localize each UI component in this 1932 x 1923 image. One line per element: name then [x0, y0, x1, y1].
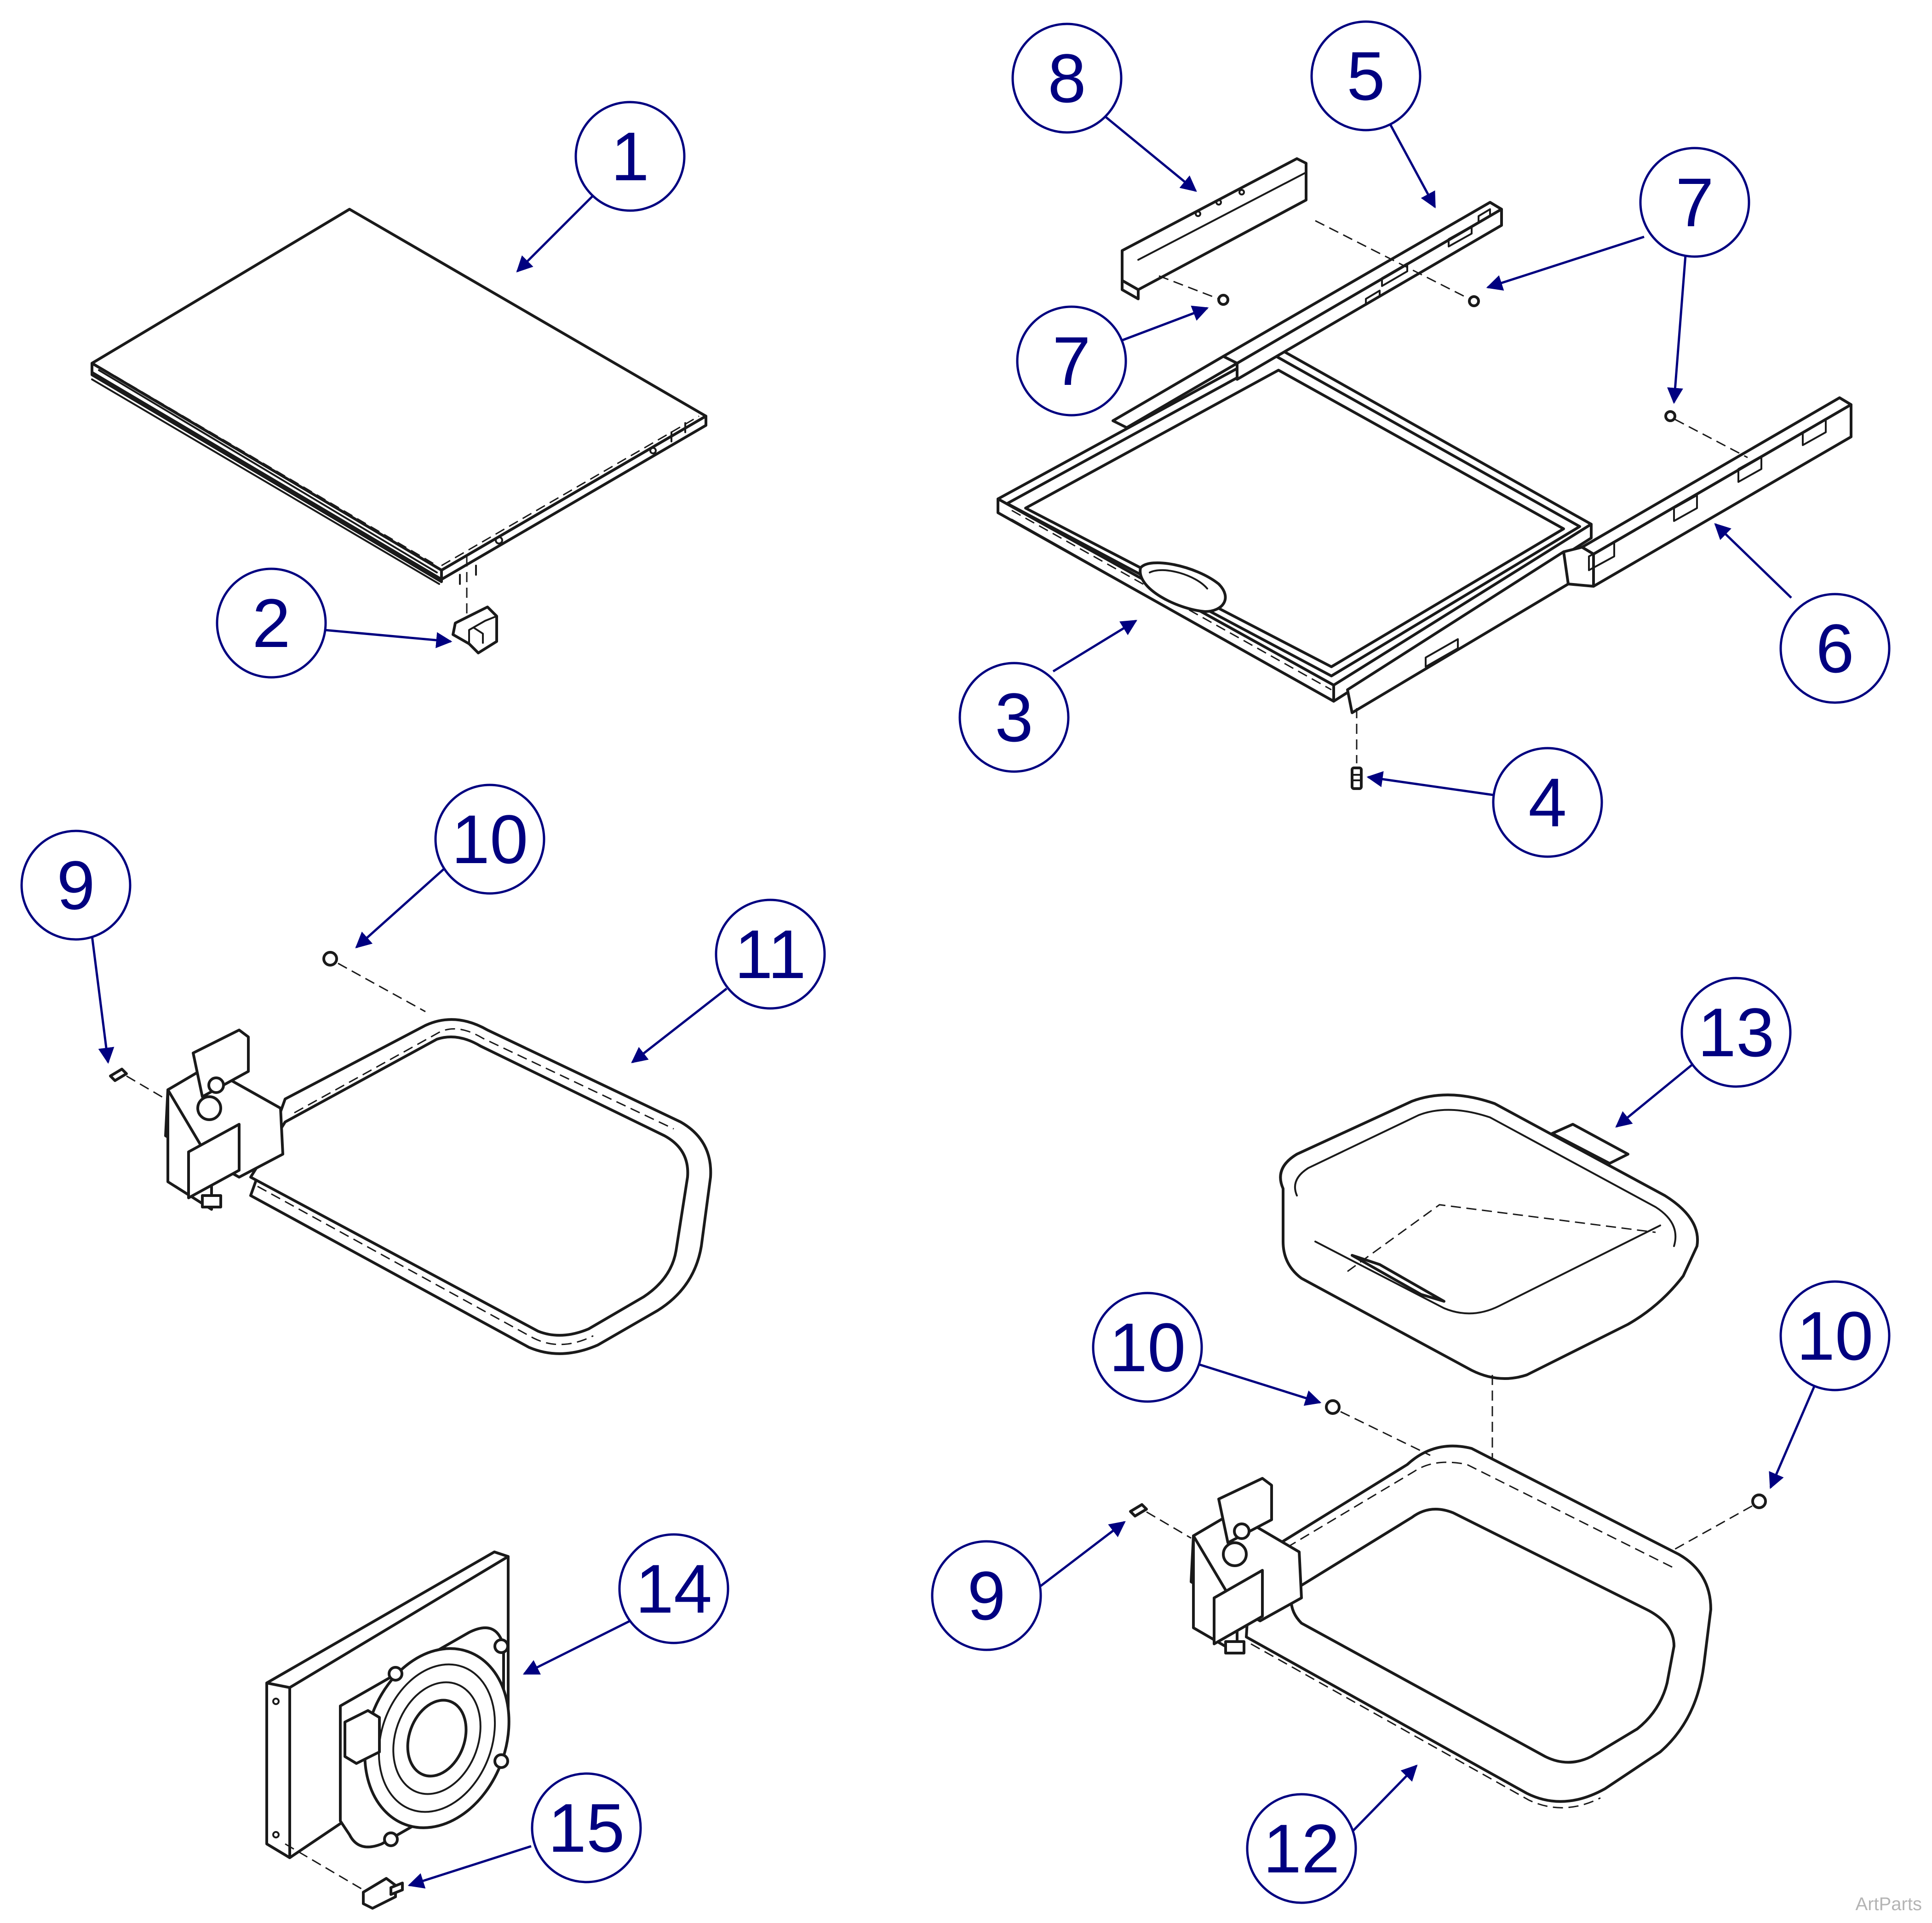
callout-10b-label: 10 [1109, 1309, 1186, 1386]
callout-10b: 10 [1092, 1292, 1203, 1403]
part-screw-9a [109, 1068, 166, 1100]
callout-2: 2 [216, 567, 327, 679]
callout-7a: 7 [1016, 305, 1127, 417]
callout-10c: 10 [1779, 1280, 1891, 1391]
part-screw-9b [1129, 1503, 1192, 1539]
callout-5: 5 [1310, 20, 1422, 132]
callout-4: 4 [1492, 747, 1603, 858]
part-basin-holder [1190, 1444, 1712, 1809]
part-basin [1279, 1093, 1699, 1619]
callout-10c-label: 10 [1797, 1297, 1874, 1374]
part-screw-7c [1664, 410, 1748, 458]
callout-13-label: 13 [1698, 994, 1775, 1071]
callout-11-label: 11 [734, 916, 806, 993]
part-bumper-10c [1674, 1494, 1767, 1551]
callout-6: 6 [1779, 593, 1891, 704]
callout-9a-label: 9 [57, 847, 95, 924]
callout-10a-label: 10 [452, 801, 528, 878]
callout-15-label: 15 [548, 1789, 625, 1866]
callout-7b-label: 7 [1675, 164, 1714, 241]
callout-7b: 7 [1639, 147, 1750, 258]
callout-8: 8 [1011, 23, 1123, 134]
part-bumper-10b [1325, 1399, 1431, 1456]
callout-9a: 9 [20, 830, 132, 941]
callout-4-label: 4 [1528, 764, 1566, 841]
part-top-panel [91, 208, 707, 585]
part-slide-rail-lower [1346, 396, 1852, 714]
callout-15: 15 [531, 1772, 642, 1883]
callout-2-label: 2 [252, 584, 290, 662]
part-fan-assembly [265, 1551, 510, 1859]
callout-1: 1 [574, 101, 686, 212]
part-screw-15 [285, 1843, 404, 1910]
part-screw-4 [1351, 708, 1363, 790]
callout-13: 13 [1680, 977, 1792, 1088]
callout-11: 11 [715, 899, 826, 1010]
callout-9b-label: 9 [967, 1557, 1005, 1634]
watermark-text: ArtParts [1855, 1894, 1922, 1914]
part-tubular-shelf [164, 1018, 712, 1355]
part-bumper-10a [322, 951, 426, 1013]
callout-10a: 10 [434, 784, 545, 895]
callout-12: 12 [1246, 1793, 1357, 1904]
callout-3-label: 3 [995, 679, 1033, 756]
part-screw-7a [1158, 275, 1229, 306]
callout-14: 14 [618, 1533, 729, 1644]
callout-9b: 9 [931, 1540, 1042, 1651]
callout-7a-label: 7 [1052, 322, 1090, 400]
callout-12-label: 12 [1263, 1810, 1340, 1887]
callout-6-label: 6 [1816, 610, 1854, 687]
part-drawer-tray [997, 346, 1593, 703]
leader-lines [91, 116, 1816, 1889]
callout-8-label: 8 [1048, 40, 1086, 117]
part-screw-7b [1315, 220, 1480, 307]
callout-14-label: 14 [636, 1550, 712, 1627]
callout-5-label: 5 [1347, 37, 1385, 114]
part-clip [452, 556, 498, 654]
part-bracket [1121, 157, 1307, 300]
callout-1-label: 1 [611, 118, 649, 195]
part-slide-rail-upper [1112, 201, 1503, 429]
callout-3: 3 [958, 662, 1070, 773]
